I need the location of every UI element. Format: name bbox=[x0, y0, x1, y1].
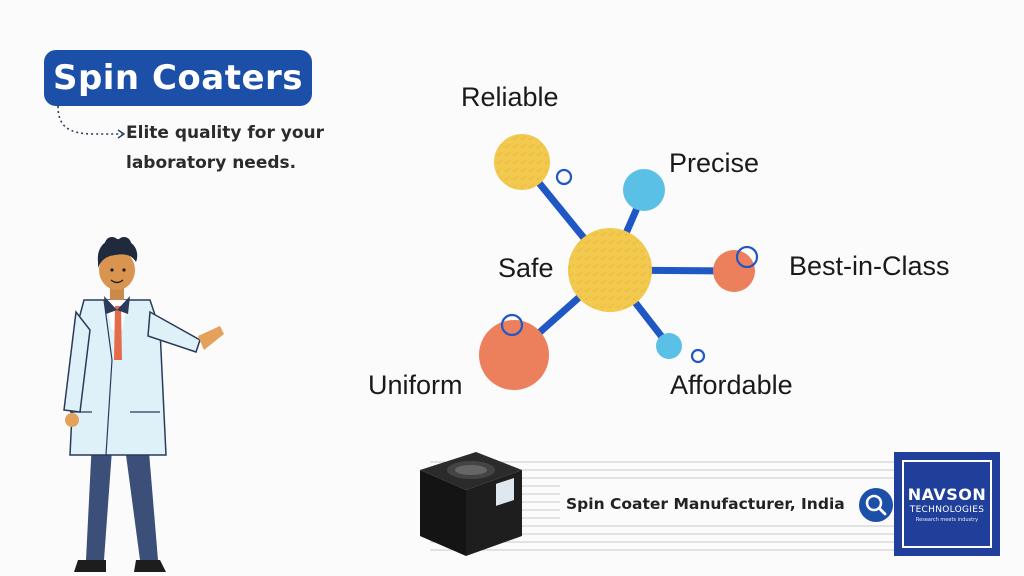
label-reliable: Reliable bbox=[461, 82, 559, 112]
logo-subtitle: TECHNOLOGIES bbox=[909, 505, 985, 515]
ring-accents bbox=[500, 168, 759, 364]
atom-precise bbox=[623, 169, 665, 211]
navson-logo[interactable]: NAVSON TECHNOLOGIES Research meets indus… bbox=[894, 452, 1000, 556]
label-uniform: Uniform bbox=[368, 370, 463, 400]
atom-uniform bbox=[479, 320, 549, 390]
label-safe: Safe bbox=[498, 253, 554, 283]
page-title: Spin Coaters bbox=[52, 58, 304, 98]
label-precise: Precise bbox=[669, 148, 760, 178]
scientist-illustration bbox=[63, 237, 224, 572]
atom-best bbox=[713, 250, 755, 292]
logo-tagline: Research meets industry bbox=[915, 517, 979, 523]
atom-safe bbox=[568, 228, 652, 312]
title-badge: Spin Coaters bbox=[44, 50, 312, 106]
logo-name: NAVSON bbox=[907, 485, 987, 504]
label-affordable: Affordable bbox=[670, 370, 793, 400]
search-icon[interactable] bbox=[859, 488, 893, 522]
atom-affordable bbox=[656, 333, 682, 359]
subtitle: Elite quality for your laboratory needs. bbox=[126, 123, 324, 173]
label-best-in-class: Best-in-Class bbox=[789, 251, 950, 281]
spin-coater-device bbox=[420, 452, 522, 556]
dotted-connector bbox=[57, 106, 126, 139]
footer-caption: Spin Coater Manufacturer, India bbox=[566, 495, 845, 513]
atom-reliable bbox=[494, 134, 550, 190]
